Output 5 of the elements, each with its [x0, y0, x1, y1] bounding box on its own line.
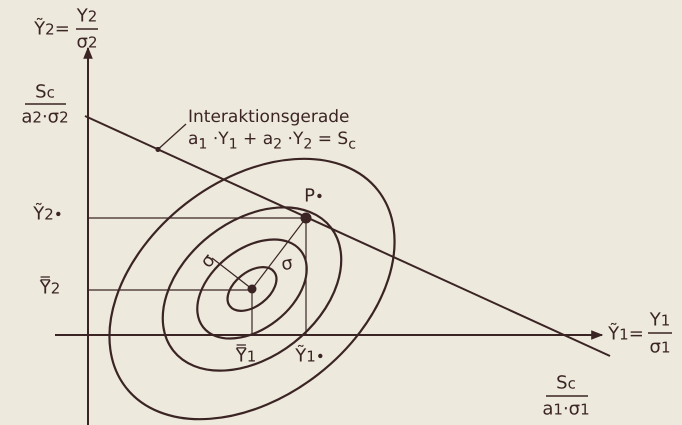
sigma-label: σ [196, 250, 220, 272]
line-label: Interaktionsgerade [188, 106, 350, 128]
sigma-label: σ [280, 252, 294, 276]
equation-label: a$_{1}$ ·Y$_{1}$ + a$_{2}$ ·Y$_{2}$ = S$_{c}$ [188, 128, 356, 154]
leader-line [155, 124, 186, 152]
